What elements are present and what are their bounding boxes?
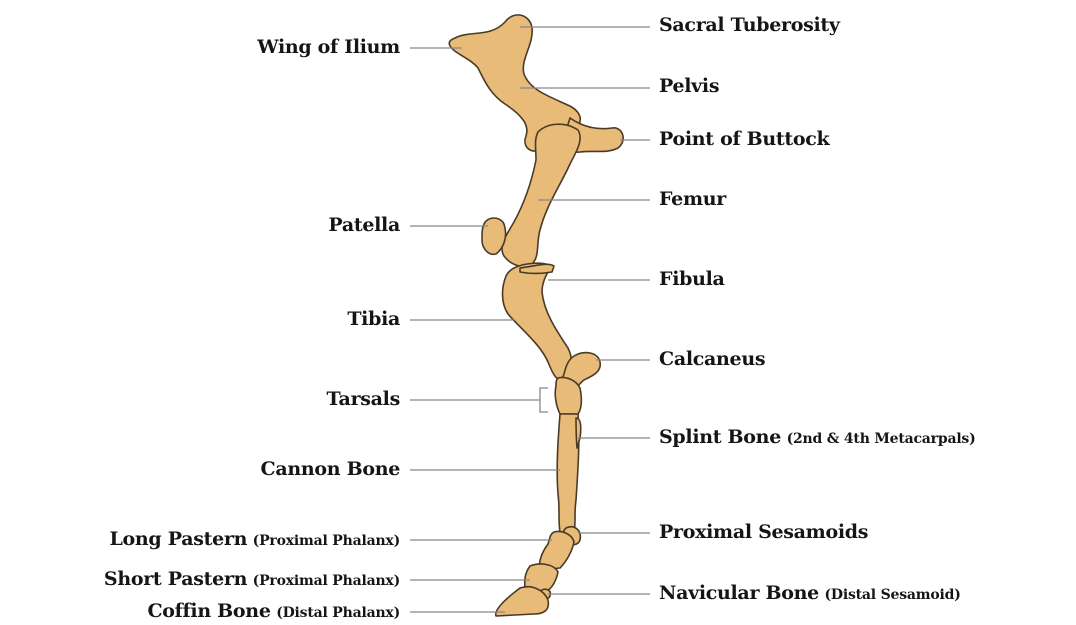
label-navicular-bone: Navicular Bone (Distal Sesamoid) bbox=[659, 584, 961, 603]
label-main-text: Tibia bbox=[347, 308, 400, 330]
label-main-text: Calcaneus bbox=[659, 348, 765, 370]
label-tibia: Tibia bbox=[347, 310, 400, 329]
splint-bone bbox=[576, 418, 581, 448]
label-long-pastern: Long Pastern (Proximal Phalanx) bbox=[109, 530, 400, 549]
label-main-text: Tarsals bbox=[327, 388, 400, 410]
label-main-text: Wing of Ilium bbox=[257, 36, 400, 58]
label-main-text: Proximal Sesamoids bbox=[659, 521, 868, 543]
label-sub-text: (Distal Sesamoid) bbox=[825, 587, 961, 603]
label-short-pastern: Short Pastern (Proximal Phalanx) bbox=[104, 570, 400, 589]
label-cannon-bone: Cannon Bone bbox=[261, 460, 401, 479]
label-sub-text: (2nd & 4th Metacarpals) bbox=[787, 431, 976, 447]
label-main-text: Long Pastern bbox=[109, 528, 247, 550]
label-sub-text: (Proximal Phalanx) bbox=[253, 533, 400, 549]
label-pelvis: Pelvis bbox=[659, 77, 719, 96]
label-wing-of-ilium: Wing of Ilium bbox=[257, 38, 400, 57]
label-main-text: Patella bbox=[328, 214, 400, 236]
label-main-text: Coffin Bone bbox=[147, 600, 270, 622]
label-main-text: Short Pastern bbox=[104, 568, 247, 590]
label-sub-text: (Distal Phalanx) bbox=[276, 605, 400, 621]
bone-group bbox=[449, 15, 623, 616]
label-proximal-sesamoids: Proximal Sesamoids bbox=[659, 523, 868, 542]
femur-bone bbox=[502, 124, 580, 266]
label-sub-text: (Proximal Phalanx) bbox=[253, 573, 400, 589]
label-tarsals: Tarsals bbox=[327, 390, 400, 409]
tarsal-bones bbox=[555, 377, 581, 414]
label-main-text: Splint Bone bbox=[659, 426, 781, 448]
tarsals-bracket bbox=[540, 388, 548, 412]
label-patella: Patella bbox=[328, 216, 400, 235]
label-main-text: Pelvis bbox=[659, 75, 719, 97]
label-main-text: Femur bbox=[659, 188, 726, 210]
label-splint-bone: Splint Bone (2nd & 4th Metacarpals) bbox=[659, 428, 976, 447]
label-coffin-bone: Coffin Bone (Distal Phalanx) bbox=[147, 602, 400, 621]
label-sacral-tuberosity: Sacral Tuberosity bbox=[659, 16, 840, 35]
label-main-text: Navicular Bone bbox=[659, 582, 819, 604]
label-point-of-buttock: Point of Buttock bbox=[659, 130, 829, 149]
label-calcaneus: Calcaneus bbox=[659, 350, 765, 369]
label-main-text: Cannon Bone bbox=[261, 458, 401, 480]
label-main-text: Point of Buttock bbox=[659, 128, 829, 150]
tibia-bone bbox=[503, 263, 572, 380]
label-fibula: Fibula bbox=[659, 270, 725, 289]
label-main-text: Sacral Tuberosity bbox=[659, 14, 840, 36]
label-femur: Femur bbox=[659, 190, 726, 209]
label-main-text: Fibula bbox=[659, 268, 725, 290]
